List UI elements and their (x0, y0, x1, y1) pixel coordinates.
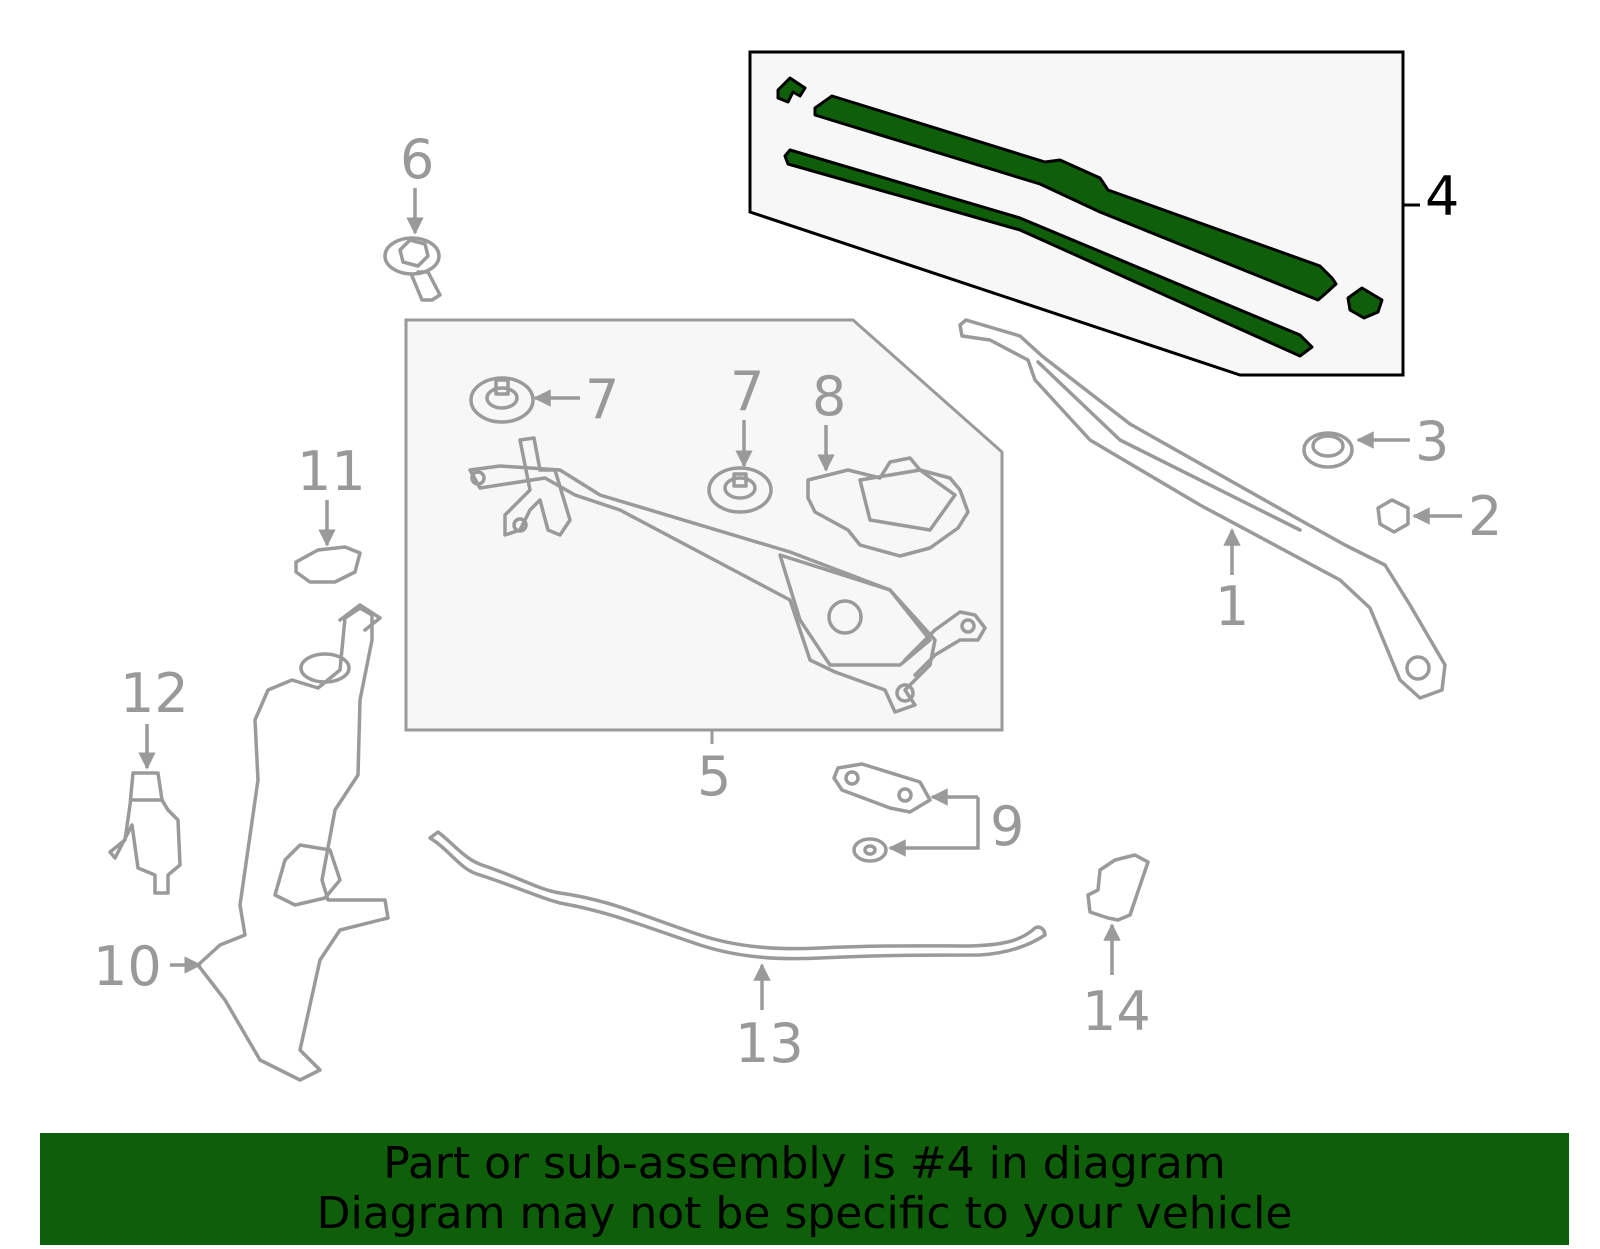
part-7-grommet-left[interactable]: 7 (469, 368, 619, 431)
pivot-eye-bottom (512, 517, 528, 533)
bracket-plate (832, 762, 932, 814)
callout-8[interactable]: 8 (812, 365, 846, 428)
part-3-cap[interactable]: 3 (1302, 410, 1449, 473)
part-5-linkage-group[interactable]: 5 (404, 318, 1004, 808)
reservoir-detail (273, 843, 342, 907)
blade-end-cap-right (1346, 286, 1384, 320)
reservoir-neck (338, 603, 382, 632)
clip-shape (1086, 853, 1150, 922)
info-banner: Part or sub-assembly is #4 in diagram Di… (40, 1133, 1569, 1245)
part-4-wiper-blade-group[interactable]: 4 (748, 50, 1459, 377)
banner-line-disclaimer: Diagram may not be specific to your vehi… (316, 1188, 1293, 1239)
hose-outer (428, 830, 1047, 961)
wiper-blade-rubber (783, 148, 1314, 358)
motor-gearbox (858, 468, 957, 532)
washer (852, 837, 888, 863)
cap-outer (1302, 431, 1354, 469)
callout-2[interactable]: 2 (1468, 485, 1502, 548)
part-2-nut[interactable]: 2 (1376, 485, 1502, 548)
nut-shape (1376, 498, 1410, 534)
pivot-eye-right (960, 618, 976, 634)
wiper-arm-outline (958, 318, 1447, 700)
grommet-outer (707, 466, 773, 514)
reservoir-body (196, 606, 390, 1082)
part-1-wiper-arm[interactable]: 1 (958, 318, 1447, 700)
wiper-arm-inner-line (1036, 360, 1302, 532)
callout-6[interactable]: 6 (400, 128, 434, 191)
linkage-arm-right (903, 610, 987, 677)
callout-11[interactable]: 11 (297, 440, 366, 503)
part-13-washer-hose[interactable]: 13 (428, 830, 1047, 1075)
bracket-hole-2 (897, 787, 913, 803)
cap-inner (1311, 434, 1345, 458)
callout-14[interactable]: 14 (1082, 980, 1151, 1043)
bolt-washer (383, 236, 441, 276)
pivot-eye-lower (895, 683, 915, 703)
reservoir-filler (299, 652, 351, 684)
grommet-outer (469, 376, 535, 424)
linkage-plate-hole (827, 599, 863, 635)
callout-7a[interactable]: 7 (585, 368, 619, 431)
linkage-pivot-left (503, 436, 572, 537)
part-8-wiper-motor[interactable]: 8 (806, 365, 970, 558)
callout-13[interactable]: 13 (735, 1012, 804, 1075)
part-7-grommet-middle[interactable]: 7 (707, 360, 773, 514)
bracket-hole-1 (844, 770, 860, 786)
callout-10[interactable]: 10 (93, 935, 162, 998)
linkage-plate (778, 553, 932, 667)
callout-12[interactable]: 12 (120, 662, 189, 725)
callout-3[interactable]: 3 (1415, 410, 1449, 473)
part-14-clip[interactable]: 14 (1082, 853, 1151, 1043)
bolt-shank (410, 270, 442, 302)
parts-diagram: 4 1 2 3 5 (93, 50, 1502, 1082)
grommet-inner (723, 476, 757, 500)
linkage-bar (468, 464, 937, 714)
pump-body (108, 771, 182, 895)
leader-9-washer (888, 797, 980, 857)
wiper-blade-main (813, 94, 1338, 302)
part-12-washer-pump[interactable]: 12 (108, 662, 189, 895)
part-11-reservoir-cap[interactable]: 11 (294, 440, 366, 584)
grommet-stem (494, 378, 510, 396)
cap-shape (294, 545, 362, 584)
pivot-eye-left (470, 470, 486, 486)
blade-end-cap-left (776, 76, 807, 104)
banner-line-part-number: Part or sub-assembly is #4 in diagram (383, 1138, 1226, 1189)
callout-4[interactable]: 4 (1425, 165, 1459, 228)
callout-9[interactable]: 9 (990, 795, 1024, 858)
washer-hole (863, 844, 877, 856)
callout-7b[interactable]: 7 (730, 360, 764, 423)
motor-body (806, 456, 970, 558)
part-6-bolt[interactable]: 6 (383, 128, 442, 302)
bolt-head (398, 238, 430, 268)
part-9-bracket-washer[interactable]: 9 (832, 762, 1024, 863)
grommet-inner (485, 386, 519, 410)
wiper-arm-pivot (1405, 655, 1431, 681)
part-10-washer-reservoir[interactable]: 10 (93, 603, 390, 1082)
grommet-stem (732, 472, 748, 488)
callout-1[interactable]: 1 (1215, 575, 1249, 638)
callout-5[interactable]: 5 (697, 745, 731, 808)
